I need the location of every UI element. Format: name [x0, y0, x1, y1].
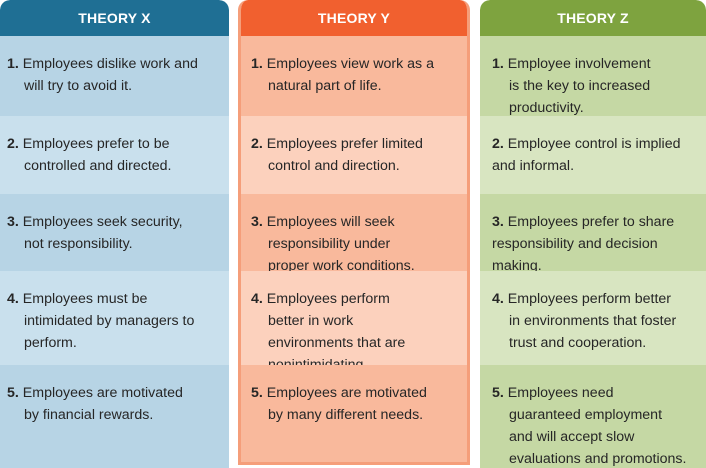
item-text-line: Employees prefer to share: [507, 214, 675, 230]
item-number: 3.: [7, 214, 19, 230]
item-text-line: Employee control is implied: [507, 136, 681, 152]
item-text-line: Employees prefer limited: [266, 136, 423, 152]
item-text-line: controlled and directed.: [24, 158, 172, 174]
item-text-line: Employees view work as a: [266, 56, 434, 72]
item-number: 4.: [7, 291, 19, 307]
item-text-line: Employees perform better: [507, 291, 672, 307]
theory-y-column: THEORY Y 1. Employees view work as a nat…: [238, 0, 470, 465]
item-number: 1.: [492, 56, 504, 72]
item-text-line: proper work conditions.: [268, 258, 415, 274]
item-text-line: responsibility and decision: [492, 236, 658, 252]
item-text-line: Employees seek security,: [22, 214, 183, 230]
item-number: 1.: [7, 56, 19, 72]
theory-y-header: THEORY Y: [241, 0, 467, 36]
item-number: 1.: [251, 56, 263, 72]
theory-x-item-5: 5. Employees are motivated by financial …: [0, 365, 229, 468]
item-number: 2.: [492, 136, 504, 152]
theory-z-item-2: 2. Employee control is implied and infor…: [480, 116, 706, 194]
theory-z-item-5: 5. Employees need guaranteed employment …: [480, 365, 706, 468]
theory-y-item-3: 3. Employees will seek responsibility un…: [241, 194, 467, 274]
item-text-line: natural part of life.: [268, 78, 382, 94]
item-number: 5.: [7, 385, 19, 401]
item-text-line: guaranteed employment: [509, 407, 663, 423]
item-text-line: in environments that foster: [509, 313, 677, 329]
item-text-line: making.: [492, 258, 542, 274]
item-text-line: Employees must be: [22, 291, 148, 307]
theory-x-column: THEORY X 1. Employees dislike work and w…: [0, 0, 229, 468]
item-number: 3.: [251, 214, 263, 230]
theory-z-item-4: 4. Employees perform better in environme…: [480, 271, 706, 365]
item-text-line: not responsibility.: [24, 236, 133, 252]
item-text-line: by many different needs.: [268, 407, 424, 423]
item-text-line: productivity.: [509, 100, 584, 116]
item-text-line: is the key to increased: [509, 78, 651, 94]
item-text-line: Employees are motivated: [266, 385, 427, 401]
item-text-line: Employees dislike work and: [22, 56, 198, 72]
item-number: 4.: [251, 291, 263, 307]
item-text-line: responsibility under: [268, 236, 391, 252]
theory-y-item-4: 4. Employees perform better in work envi…: [241, 271, 467, 373]
item-text-line: trust and cooperation.: [509, 335, 647, 351]
item-number: 2.: [251, 136, 263, 152]
theory-y-item-5: 5. Employees are motivated by many diffe…: [241, 365, 467, 462]
theory-z-item-1: 1. Employee involvement is the key to in…: [480, 36, 706, 116]
theory-x-item-4: 4. Employees must be intimidated by mana…: [0, 271, 229, 365]
item-text-line: control and direction.: [268, 158, 400, 174]
item-text-line: Employees need: [507, 385, 614, 401]
item-text-line: Employees perform: [266, 291, 390, 307]
item-text-line: Employees will seek: [266, 214, 395, 230]
theory-x-item-1: 1. Employees dislike work and will try t…: [0, 36, 229, 116]
item-number: 3.: [492, 214, 504, 230]
item-text-line: will try to avoid it.: [24, 78, 133, 94]
item-number: 4.: [492, 291, 504, 307]
item-number: 5.: [251, 385, 263, 401]
item-text-line: Employees prefer to be: [22, 136, 170, 152]
theory-y-item-2: 2. Employees prefer limited control and …: [241, 116, 467, 194]
item-text-line: perform.: [24, 335, 77, 351]
theory-x-header: THEORY X: [0, 0, 229, 36]
item-number: 5.: [492, 385, 504, 401]
item-text-line: environments that are: [268, 335, 406, 351]
item-number: 2.: [7, 136, 19, 152]
theory-z-item-3: 3. Employees prefer to share responsibil…: [480, 194, 706, 274]
item-text-line: by financial rewards.: [24, 407, 154, 423]
theory-x-item-3: 3. Employees seek security, not responsi…: [0, 194, 229, 271]
item-text-line: Employee involvement: [507, 56, 651, 72]
item-text-line: Employees are motivated: [22, 385, 183, 401]
item-text-line: better in work: [268, 313, 354, 329]
item-text-line: intimidated by managers to: [24, 313, 195, 329]
item-text-line: and will accept slow: [509, 429, 635, 445]
item-text-line: evaluations and promotions.: [509, 451, 687, 467]
item-text-line: and informal.: [492, 158, 575, 174]
theory-y-item-1: 1. Employees view work as a natural part…: [241, 36, 467, 116]
theory-x-item-2: 2. Employees prefer to be controlled and…: [0, 116, 229, 194]
theory-z-header: THEORY Z: [480, 0, 706, 36]
theory-z-column: THEORY Z 1. Employee involvement is the …: [480, 0, 706, 468]
